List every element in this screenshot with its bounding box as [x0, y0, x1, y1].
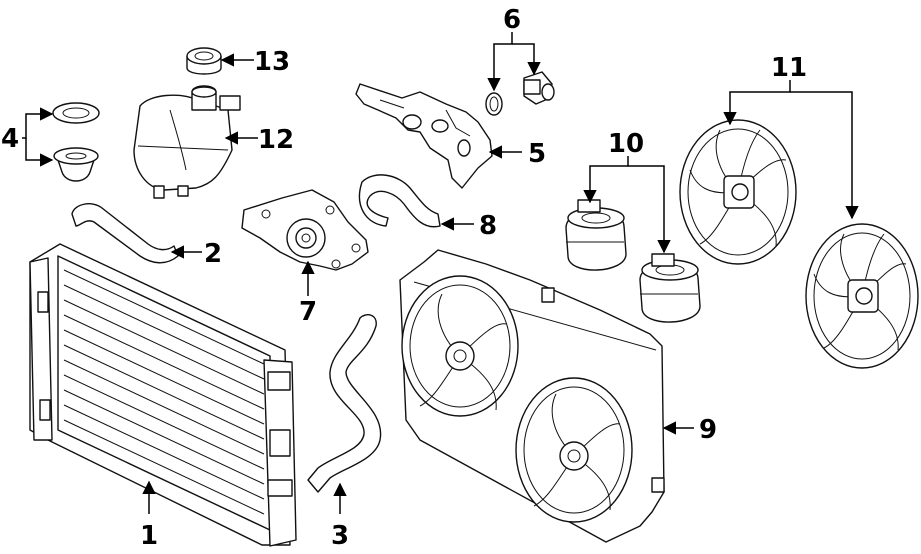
- water-pump: [241, 189, 369, 271]
- lower-hose: [307, 314, 382, 493]
- callout-8: 8: [479, 211, 497, 241]
- callout-13: 13: [254, 47, 290, 77]
- callout-3: 3: [331, 521, 349, 551]
- callout-7: 7: [299, 297, 317, 327]
- fan-motor-1: [565, 199, 627, 271]
- callout-1: 1: [140, 521, 158, 551]
- callout-2: 2: [204, 239, 222, 269]
- callout-4: 4: [1, 124, 19, 154]
- fan-blade-2: [805, 223, 919, 369]
- fan-blade-1: [679, 119, 797, 265]
- coolant-reservoir: [133, 85, 241, 199]
- leader-lines: [22, 32, 859, 514]
- water-outlet-housing: [355, 83, 493, 189]
- temp-sensor-and-oring: [485, 71, 555, 116]
- bypass-hose: [358, 174, 441, 228]
- fan-shroud-assembly: [399, 249, 665, 543]
- callout-6: 6: [503, 5, 521, 35]
- callout-9: 9: [699, 415, 717, 445]
- reservoir-cap: [186, 47, 222, 75]
- callout-5: 5: [528, 139, 546, 169]
- radiator: [29, 243, 297, 547]
- callout-10: 10: [608, 129, 644, 159]
- thermostat-and-gasket: [52, 102, 100, 182]
- callout-12: 12: [258, 125, 294, 155]
- upper-hose: [71, 203, 179, 264]
- fan-motor-2: [639, 253, 701, 323]
- callout-11: 11: [771, 53, 807, 83]
